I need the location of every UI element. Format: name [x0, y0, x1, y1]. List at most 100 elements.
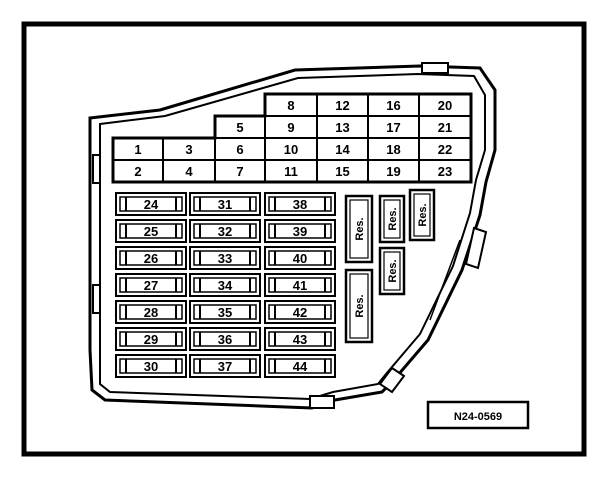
- grid-fuse-number: 9: [287, 120, 294, 135]
- fuse-slot: [189, 327, 261, 351]
- housing-inner-outline: [99, 72, 486, 401]
- fuse-number: 42: [293, 305, 307, 320]
- fuse-slot: [115, 327, 187, 351]
- grid-fuse-number: 19: [386, 164, 400, 179]
- fuse-slot-inner: [268, 223, 332, 239]
- fuse-slot: [264, 300, 336, 324]
- fuse-slot: [115, 273, 187, 297]
- fuse-slot-inner: [119, 196, 183, 212]
- fuse-number: 40: [293, 251, 307, 266]
- fuse-slot: [189, 300, 261, 324]
- fuse-slot-inner: [119, 331, 183, 347]
- fuse-number: 37: [218, 359, 232, 374]
- fuse-slots: 24 25 26 27 28 29 30 31 32 33 34 35 36 37 38 39 40 41 42 43…: [115, 192, 336, 378]
- grid-fuse-number: 3: [185, 142, 192, 157]
- grid-fuse-number: 14: [335, 142, 350, 157]
- fuse-number: 24: [144, 197, 159, 212]
- fuse-number: 39: [293, 224, 307, 239]
- fuse-slot-inner: [119, 358, 183, 374]
- grid-fuse-number: 22: [438, 142, 452, 157]
- right-clip-upper: [464, 226, 488, 270]
- grid-fuse-number: 11: [284, 164, 298, 179]
- fuse-slot-inner: [119, 223, 183, 239]
- reserved-slots: Res.Res.Res.Res.Res.: [344, 188, 436, 344]
- fuse-slot-inner: [268, 196, 332, 212]
- fuse-slot-inner: [119, 250, 183, 266]
- grid-fuse-number: 16: [386, 98, 400, 113]
- grid-fuse-number: 23: [438, 164, 452, 179]
- fuse-number: 26: [144, 251, 158, 266]
- fuse-number: 25: [144, 224, 158, 239]
- grid-fuse-number: 21: [438, 120, 452, 135]
- grid-fuse-number: 1: [134, 142, 141, 157]
- top-clip: [421, 62, 449, 74]
- reserved-slot-inner: [413, 193, 431, 237]
- fuse-number: 27: [144, 278, 158, 293]
- fuse-number: 43: [293, 332, 307, 347]
- grid-fuse-number: 12: [335, 98, 349, 113]
- grid-fuse-number: 2: [134, 164, 141, 179]
- fuse-number: 32: [218, 224, 232, 239]
- outer-frame: [21, 21, 587, 457]
- fuse-slot: [264, 273, 336, 297]
- grid-fuse-number: 8: [287, 98, 294, 113]
- fuse-slot: [264, 192, 336, 216]
- right-clip-lower: [378, 366, 406, 394]
- fuse-number: 30: [144, 359, 158, 374]
- reserved-slot-label: Res.: [387, 259, 399, 282]
- grid-fuse-number: 18: [386, 142, 400, 157]
- fuse-slot: [189, 354, 261, 378]
- fuse-slot: [115, 246, 187, 270]
- reference-code: N24-0569: [454, 411, 502, 423]
- grid-fuse-number: 20: [438, 98, 452, 113]
- reserved-slot-label: Res.: [387, 207, 399, 230]
- fuse-number: 28: [144, 305, 158, 320]
- housing-rib: [429, 239, 461, 321]
- grid-border: [111, 92, 473, 184]
- fuse-number: 38: [293, 197, 307, 212]
- fuse-number: 36: [218, 332, 232, 347]
- fuse-slot: [264, 354, 336, 378]
- fuse-slot: [264, 246, 336, 270]
- fuse-slot-inner: [268, 250, 332, 266]
- fuse-slot: [189, 192, 261, 216]
- fuse-number: 41: [293, 278, 307, 293]
- grid-fuse-number: 7: [236, 164, 243, 179]
- grid-fuse-number: 15: [335, 164, 349, 179]
- fuse-slot-inner: [268, 331, 332, 347]
- fuse-slot: [115, 300, 187, 324]
- fuse-slot: [264, 219, 336, 243]
- reserved-slot-label: Res.: [354, 294, 366, 317]
- fuse-number: 34: [218, 278, 233, 293]
- reserved-slot-label: Res.: [354, 217, 366, 240]
- fuse-slot: [115, 219, 187, 243]
- reference-code-box: [426, 400, 530, 430]
- grid-fuse-number: 5: [236, 120, 243, 135]
- fuse-slot-inner: [268, 358, 332, 374]
- fuse-slot-inner: [119, 277, 183, 293]
- grid-fuse-number: 13: [335, 120, 349, 135]
- fuse-slot: [189, 219, 261, 243]
- fuse-number: 35: [218, 305, 232, 320]
- fuse-number: 44: [293, 359, 308, 374]
- grid-fuse-number: 4: [185, 164, 193, 179]
- fuse-slot: [189, 246, 261, 270]
- fuse-number: 29: [144, 332, 158, 347]
- fuse-slot-inner: [119, 304, 183, 320]
- bottom-clip: [309, 395, 335, 409]
- housing-outline: [88, 64, 497, 410]
- fuse-slot-inner: [193, 223, 257, 239]
- grid-fuse-number: 10: [284, 142, 298, 157]
- left-clip-top: [92, 154, 101, 184]
- fuse-number: 31: [218, 197, 232, 212]
- fuse-slot: [115, 354, 187, 378]
- fuse-number: 33: [218, 251, 232, 266]
- fuse-slot-inner: [193, 331, 257, 347]
- reserved-slot-inner: [349, 273, 369, 339]
- fuse-slot-inner: [193, 358, 257, 374]
- left-clip-bottom: [92, 284, 101, 314]
- reserved-slot-inner: [383, 251, 401, 291]
